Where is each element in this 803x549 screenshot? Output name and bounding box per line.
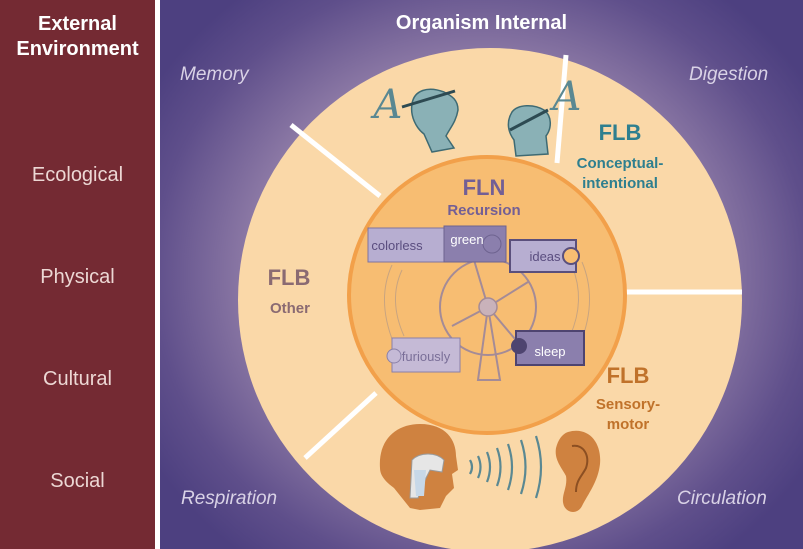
organism-internal-title: Organism Internal bbox=[395, 12, 568, 34]
puzzle-piece-sleep: sleep bbox=[511, 330, 585, 366]
flb-conceptual-line1: Conceptual- bbox=[577, 155, 664, 172]
corner-memory: Memory bbox=[180, 64, 249, 85]
puzzle-piece-colorless: colorless bbox=[367, 227, 447, 263]
puzzle-piece-ideas: ideas bbox=[509, 239, 580, 273]
flb-sensory-line1: Sensory- bbox=[596, 396, 660, 413]
sound-waves-icon bbox=[469, 435, 543, 499]
fln-title: FLN bbox=[463, 175, 506, 200]
external-environment-panel bbox=[0, 0, 155, 549]
external-title-line1: External bbox=[38, 13, 117, 35]
corner-circulation: Circulation bbox=[677, 488, 767, 509]
head-profile-icon bbox=[379, 424, 458, 510]
fln-subtitle: Recursion bbox=[447, 202, 520, 219]
external-item-social: Social bbox=[50, 470, 105, 492]
corner-respiration: Respiration bbox=[181, 488, 278, 509]
divider-top-left bbox=[289, 123, 382, 198]
corner-digestion: Digestion bbox=[689, 64, 769, 85]
puzzle-piece-green: green bbox=[443, 225, 507, 263]
flb-sensory-title: FLB bbox=[607, 363, 650, 388]
divider-bottom-left bbox=[303, 391, 378, 460]
external-item-physical: Physical bbox=[40, 266, 115, 288]
handwritten-a-right: A bbox=[549, 74, 582, 120]
hand-right-icon bbox=[507, 105, 551, 157]
external-environment-title: External Environment bbox=[0, 12, 155, 62]
handwritten-a-left: A bbox=[370, 82, 403, 128]
divider-top bbox=[554, 54, 569, 164]
puzzle-word-sleep: sleep bbox=[534, 344, 565, 359]
flb-other-line1: Other bbox=[270, 300, 310, 317]
flb-other-title: FLB bbox=[268, 265, 311, 290]
external-title-line2: Environment bbox=[16, 38, 139, 60]
hand-left-icon bbox=[401, 88, 459, 153]
external-item-cultural: Cultural bbox=[43, 368, 112, 390]
puzzle-word-colorless: colorless bbox=[371, 238, 423, 253]
puzzle-piece-furiously: furiously bbox=[386, 337, 461, 373]
flb-conceptual-line2: intentional bbox=[582, 175, 658, 192]
flb-sensory-line2: motor bbox=[607, 416, 650, 433]
ear-icon bbox=[555, 430, 601, 512]
puzzle-word-green: green bbox=[450, 232, 483, 247]
puzzle-word-ideas: ideas bbox=[529, 249, 561, 264]
puzzle-word-furiously: furiously bbox=[402, 349, 451, 364]
flb-conceptual-title: FLB bbox=[599, 120, 642, 145]
external-item-ecological: Ecological bbox=[31, 164, 124, 186]
